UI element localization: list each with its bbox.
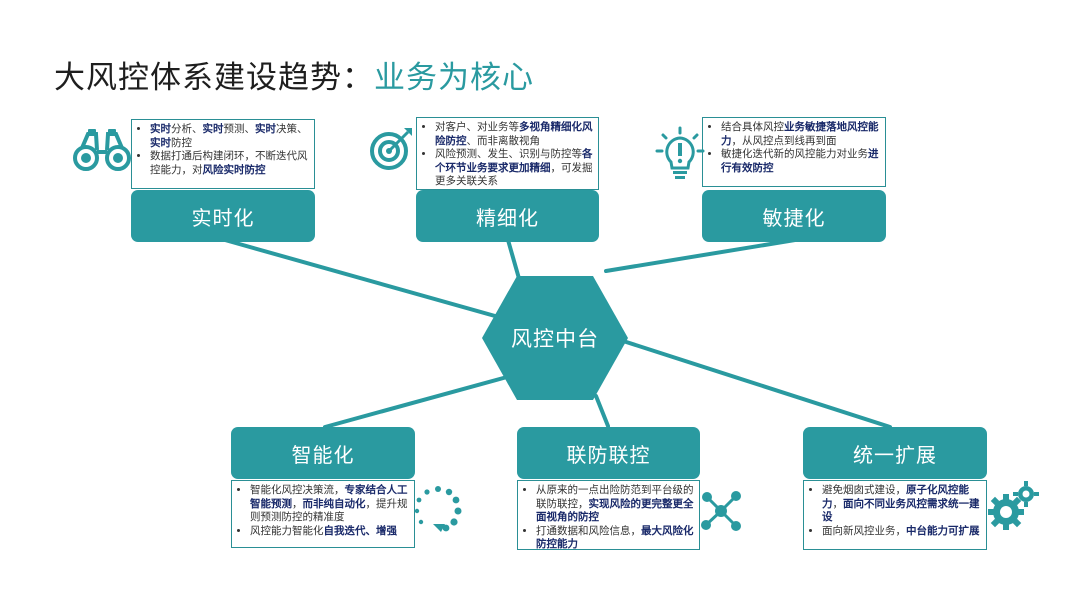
desc-joint: 从原来的一点出险防范到平台级的联防联控，实现风险的更完整更全面视角的防控打通数据…	[517, 480, 700, 550]
emphasis-text: 业务敏捷落地风控能力	[721, 121, 879, 147]
bullet-text: 决策、	[276, 123, 308, 135]
bullet-list: 避免烟囱式建设，原子化风控能力，面向不同业务风控需求统一建设面向新风控业务，中台…	[810, 484, 981, 538]
emphasis-text: 风险实时防控	[202, 163, 266, 176]
bullet-list: 实时分析、实时预测、实时决策、实时防控数据打通后构建闭环，不断迭代风控能力，对风…	[138, 123, 309, 177]
hub-hexagon	[482, 276, 628, 400]
connector-fine	[506, 238, 522, 284]
title-accent: 业务为核心	[374, 60, 534, 96]
lightbulb-exclamation-icon	[655, 126, 705, 179]
bullet-text: 对客户、对业务等	[435, 121, 519, 133]
title-main: 大风控体系建设趋势：	[54, 60, 374, 96]
bullet-item: 避免烟囱式建设，原子化风控能力，面向不同业务风控需求统一建设	[822, 484, 981, 525]
desc-smart: 智能化风控决策流，专家结合人工智能预测，而非纯自动化，提升规则预测防控的精准度风…	[231, 480, 415, 548]
desc-agile: 结合具体风控业务敏捷落地风控能力，从风控点到线再到面敏捷化迭代新的风控能力对业务…	[702, 117, 886, 187]
connector-realtime	[223, 238, 522, 325]
bullet-item: 结合具体风控业务敏捷落地风控能力，从风控点到线再到面	[721, 121, 880, 148]
bullet-text: 预测、	[223, 123, 256, 135]
bullet-item: 面向新风控业务，中台能力可扩展	[822, 525, 981, 539]
node-smart[interactable]: 智能化	[231, 427, 415, 479]
bullet-text: ，提升规则预测防控的精准度	[250, 497, 408, 524]
emphasis-text: 实时	[255, 123, 276, 135]
node-unified[interactable]: 统一扩展	[803, 427, 987, 479]
connector-unified	[618, 338, 892, 429]
bullet-text: 风控能力智能化	[250, 524, 324, 537]
node-agile[interactable]: 敏捷化	[702, 190, 886, 242]
bullet-item: 打通数据和风险信息，最大风险化防控能力	[536, 525, 694, 552]
connector-joint	[594, 394, 610, 428]
emphasis-text: 各个环节业务要求更加精细	[435, 148, 593, 174]
bullet-list: 智能化风控决策流，专家结合人工智能预测，而非纯自动化，提升规则预测防控的精准度风…	[238, 484, 409, 538]
bullet-list: 从原来的一点出险防范到平台级的联防联控，实现风险的更完整更全面视角的防控打通数据…	[524, 484, 694, 552]
emphasis-text: 面向不同业务风控需求统一建设	[822, 497, 980, 524]
bullet-text: 打通数据和风险信息，	[536, 524, 641, 537]
bullet-text: 智能化风控决策流，	[250, 484, 345, 496]
bullet-item: 对客户、对业务等多视角精细化风险防控、而非离散视角	[435, 121, 593, 148]
node-joint[interactable]: 联防联控	[517, 427, 700, 479]
emphasis-text: 多视角精细化风险防控	[435, 121, 593, 147]
connector-agile	[604, 238, 797, 273]
emphasis-text: 实时	[150, 136, 171, 149]
bullet-text: 面向新风控业务，	[822, 524, 906, 537]
emphasis-text: 中台能力可扩展	[906, 524, 980, 537]
bullet-item: 敏捷化迭代新的风控能力对业务进行有效防控	[721, 148, 880, 175]
emphasis-text: 实现风险的更完整更全面视角的防控	[536, 497, 694, 524]
bullet-text: ，可发掘更多关联关系	[435, 161, 593, 188]
bullet-item: 从原来的一点出险防范到平台级的联防联控，实现风险的更完整更全面视角的防控	[536, 484, 694, 525]
bullet-text: 防控	[171, 136, 192, 149]
emphasis-text: 最大风险化防控能力	[536, 524, 694, 551]
desc-fine: 对客户、对业务等多视角精细化风险防控、而非离散视角风险预测、发生、识别与防控等各…	[416, 117, 599, 190]
bullet-item: 风险预测、发生、识别与防控等各个环节业务要求更加精细，可发掘更多关联关系	[435, 148, 593, 189]
bullet-item: 智能化风控决策流，专家结合人工智能预测，而非纯自动化，提升规则预测防控的精准度	[250, 484, 409, 525]
emphasis-text: 进行有效防控	[721, 148, 879, 174]
desc-realtime: 实时分析、实时预测、实时决策、实时防控数据打通后构建闭环，不断迭代风控能力，对风…	[131, 119, 315, 189]
bullet-text: 分析、	[171, 123, 203, 135]
bullet-text: 数据打通后构建闭环，不断迭代风控能力，对	[150, 150, 308, 176]
desc-unified: 避免烟囱式建设，原子化风控能力，面向不同业务风控需求统一建设面向新风控业务，中台…	[803, 480, 987, 550]
bullet-text: 敏捷化迭代新的风控能力对业务	[721, 148, 868, 160]
bullet-item: 风控能力智能化自我迭代、增强	[250, 525, 409, 539]
bullet-list: 对客户、对业务等多视角精细化风险防控、而非离散视角风险预测、发生、识别与防控等各…	[423, 121, 593, 189]
emphasis-text: 实时	[150, 123, 171, 135]
emphasis-text: 实时	[202, 123, 224, 135]
bullet-text: ，	[832, 497, 844, 510]
bullet-text: ，	[292, 497, 303, 510]
bullet-item: 实时分析、实时预测、实时决策、实时防控	[150, 123, 309, 150]
target-icon	[370, 128, 412, 170]
node-realtime[interactable]: 实时化	[131, 190, 315, 242]
gears-icon	[988, 481, 1039, 530]
bullet-text: 结合具体风控	[721, 121, 784, 133]
bullet-text: 避免烟囱式建设，	[822, 484, 906, 496]
bullet-text: ，从风控点到线再到面	[731, 134, 837, 147]
emphasis-text: 自我迭代、增强	[323, 524, 398, 537]
node-fine[interactable]: 精细化	[416, 190, 599, 242]
bullet-text: 、而非离散视角	[466, 134, 541, 147]
refresh-cycle-icon	[414, 486, 462, 532]
emphasis-text: 原子化风控能力	[822, 484, 969, 510]
connector-smart	[323, 375, 509, 429]
network-nodes-icon	[701, 491, 741, 531]
binoculars-icon	[73, 129, 131, 171]
emphasis-text: 专家结合人工智能预测	[250, 484, 408, 510]
hub-label: 风控中台	[511, 327, 599, 351]
emphasis-text: 而非纯自动化	[302, 497, 366, 510]
bullet-text: 风险预测、发生、识别与防控等	[435, 148, 582, 160]
bullet-text: 从原来的一点出险防范到平台级的联防联控，	[536, 484, 694, 510]
bullet-item: 数据打通后构建闭环，不断迭代风控能力，对风险实时防控	[150, 150, 309, 177]
page-title: 大风控体系建设趋势：业务为核心	[54, 52, 534, 97]
bullet-list: 结合具体风控业务敏捷落地风控能力，从风控点到线再到面敏捷化迭代新的风控能力对业务…	[709, 121, 880, 175]
